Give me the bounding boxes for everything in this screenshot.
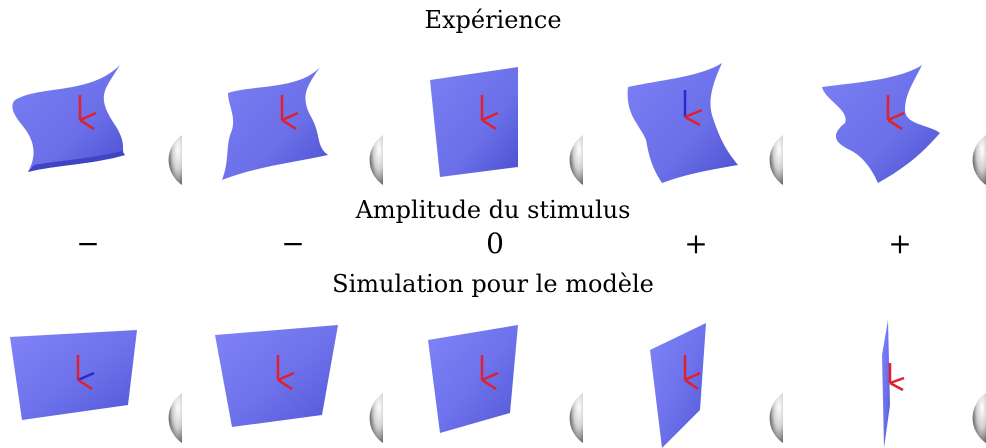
surface-patch: [822, 65, 940, 183]
experiment-panel-5: [822, 65, 986, 185]
sphere-icon: [972, 393, 986, 443]
experiment-panel-2: [222, 67, 383, 185]
sphere-icon: [769, 393, 783, 443]
axis-triad-icon: [683, 355, 701, 391]
axis-triad-icon: [76, 355, 95, 391]
amplitude-sign-1: −: [76, 227, 100, 260]
surface-patch: [650, 323, 706, 448]
sphere-icon: [569, 135, 583, 185]
axis-triad-icon: [480, 355, 499, 391]
experiment-panel-3: [430, 67, 583, 185]
surface-patch: [882, 320, 890, 448]
axis-triad-icon: [78, 95, 97, 131]
sphere-icon: [168, 393, 182, 443]
simulation-panel-4: [650, 323, 783, 448]
surface-patch: [215, 325, 338, 427]
experiment-panel-1: [12, 65, 182, 185]
sphere-icon: [972, 135, 986, 185]
simulation-panel-1: [10, 330, 182, 443]
axis-triad-icon: [480, 95, 499, 131]
sphere-icon: [769, 135, 783, 185]
axis-triad-icon: [886, 95, 905, 131]
model-simulation-title: Simulation pour le modèle: [332, 270, 654, 298]
sphere-icon: [369, 135, 383, 185]
surface-patch: [428, 325, 518, 433]
simulation-row: [10, 320, 986, 448]
simulation-panel-2: [215, 325, 383, 443]
axis-triad-icon: [683, 90, 703, 127]
surface-patch: [222, 67, 328, 180]
amplitude-sign-3: 0: [486, 227, 504, 260]
surface-patch: [12, 65, 125, 172]
simulation-panel-3: [428, 325, 583, 443]
surface-patch: [627, 63, 738, 183]
sphere-icon: [168, 135, 182, 185]
axis-triad-icon: [276, 355, 295, 391]
simulation-panel-5: [882, 320, 986, 448]
amplitude-sign-2: −: [281, 227, 305, 260]
axis-triad-icon: [280, 95, 299, 131]
stimulus-amplitude-title: Amplitude du stimulus: [355, 196, 631, 224]
experiment-title: Expérience: [424, 6, 562, 34]
sphere-icon: [569, 393, 583, 443]
amplitude-sign-5: +: [888, 227, 912, 260]
experiment-row: [12, 63, 986, 185]
axis-triad-icon: [888, 363, 905, 392]
experiment-panel-4: [627, 63, 783, 185]
surface-patch: [10, 330, 137, 420]
sphere-icon: [369, 393, 383, 443]
surface-patch: [430, 67, 518, 177]
amplitude-sign-4: +: [684, 227, 708, 260]
